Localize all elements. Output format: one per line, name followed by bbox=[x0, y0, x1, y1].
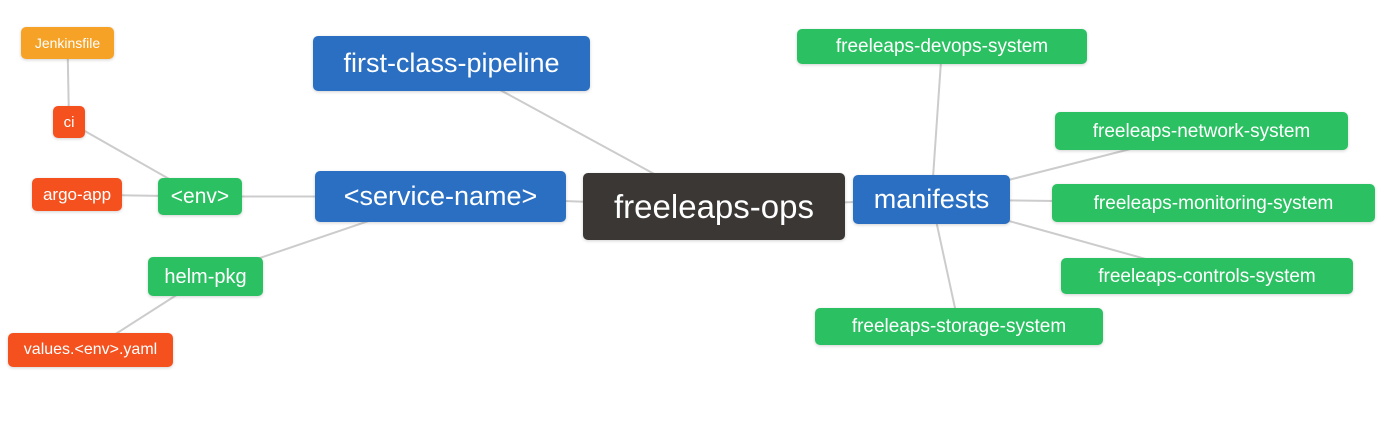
node-ci[interactable]: ci bbox=[53, 106, 85, 138]
node-freeleaps-ops[interactable]: freeleaps-ops bbox=[583, 173, 845, 240]
node-label: argo-app bbox=[42, 185, 112, 204]
node-manifests[interactable]: manifests bbox=[853, 175, 1010, 224]
node-argo-app[interactable]: argo-app bbox=[32, 178, 122, 211]
node-first-class-pipeline[interactable]: first-class-pipeline bbox=[313, 36, 590, 91]
node-service-name[interactable]: <service-name> bbox=[315, 171, 566, 222]
node-label: freeleaps-controls-system bbox=[1098, 265, 1316, 287]
node-values-env-yaml[interactable]: values.<env>.yaml bbox=[8, 333, 173, 367]
node-label: helm-pkg bbox=[164, 265, 247, 288]
node-freeleaps-network-system[interactable]: freeleaps-network-system bbox=[1055, 112, 1348, 150]
node-freeleaps-controls-system[interactable]: freeleaps-controls-system bbox=[1061, 258, 1353, 294]
node-label: manifests bbox=[873, 184, 990, 214]
node-label: first-class-pipeline bbox=[343, 48, 560, 78]
node-freeleaps-storage-system[interactable]: freeleaps-storage-system bbox=[815, 308, 1103, 345]
node-helm-pkg[interactable]: helm-pkg bbox=[148, 257, 263, 296]
node-label: <service-name> bbox=[343, 181, 538, 211]
node-label: freeleaps-ops bbox=[614, 188, 814, 225]
node-label: freeleaps-devops-system bbox=[835, 36, 1049, 57]
node-label: freeleaps-storage-system bbox=[851, 316, 1067, 337]
node-label: freeleaps-network-system bbox=[1092, 120, 1311, 142]
node-label: freeleaps-monitoring-system bbox=[1093, 192, 1334, 214]
node-freeleaps-devops-system[interactable]: freeleaps-devops-system bbox=[797, 29, 1087, 64]
node-freeleaps-monitoring-system[interactable]: freeleaps-monitoring-system bbox=[1052, 184, 1375, 222]
node-label: ci bbox=[63, 113, 75, 131]
node-label: Jenkinsfile bbox=[34, 35, 101, 51]
node-jenkinsfile[interactable]: Jenkinsfile bbox=[21, 27, 114, 59]
node-env[interactable]: <env> bbox=[158, 178, 242, 215]
node-label: <env> bbox=[170, 185, 230, 208]
node-label: values.<env>.yaml bbox=[23, 341, 158, 358]
edge-manifests-freeleaps-devops-system bbox=[930, 46, 943, 200]
